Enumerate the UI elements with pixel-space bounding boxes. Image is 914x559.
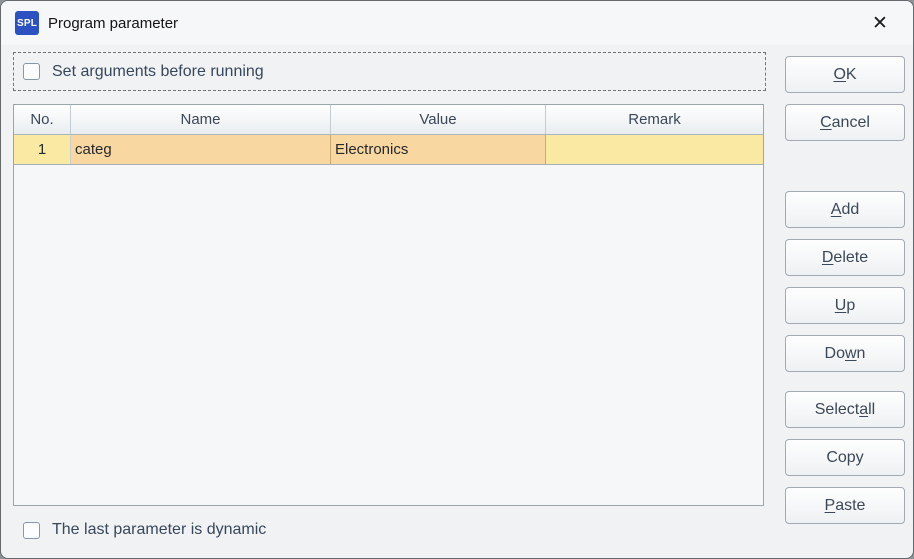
column-header-name[interactable]: Name (71, 105, 331, 134)
table-header-row: No. Name Value Remark (14, 105, 763, 135)
cell-name[interactable]: categ (71, 135, 331, 164)
set-arguments-checkbox[interactable] (23, 63, 40, 80)
cell-value[interactable]: Electronics (331, 135, 546, 164)
spl-app-icon: SPL (15, 11, 39, 35)
last-parameter-dynamic-label: The last parameter is dynamic (52, 521, 267, 538)
copy-button[interactable]: Copy (785, 439, 905, 476)
title-bar[interactable]: SPL Program parameter ✕ (1, 1, 913, 45)
column-header-value[interactable]: Value (331, 105, 546, 134)
set-arguments-option[interactable]: Set arguments before running (13, 52, 766, 91)
window-title: Program parameter (48, 14, 179, 32)
set-arguments-label: Set arguments before running (52, 62, 264, 80)
cell-remark[interactable] (546, 135, 763, 164)
close-icon: ✕ (872, 11, 888, 34)
close-button[interactable]: ✕ (857, 7, 903, 39)
column-header-remark[interactable]: Remark (628, 111, 681, 128)
column-header-no[interactable]: No. (14, 105, 71, 134)
last-parameter-dynamic-checkbox[interactable] (23, 521, 40, 539)
cell-no[interactable]: 1 (14, 135, 71, 164)
parameter-table[interactable]: No. Name Value Remark 1 categ Electronic… (13, 104, 764, 506)
table-row[interactable]: 1 categ Electronics (14, 135, 763, 165)
last-parameter-dynamic-option[interactable]: The last parameter is dynamic (23, 513, 266, 547)
